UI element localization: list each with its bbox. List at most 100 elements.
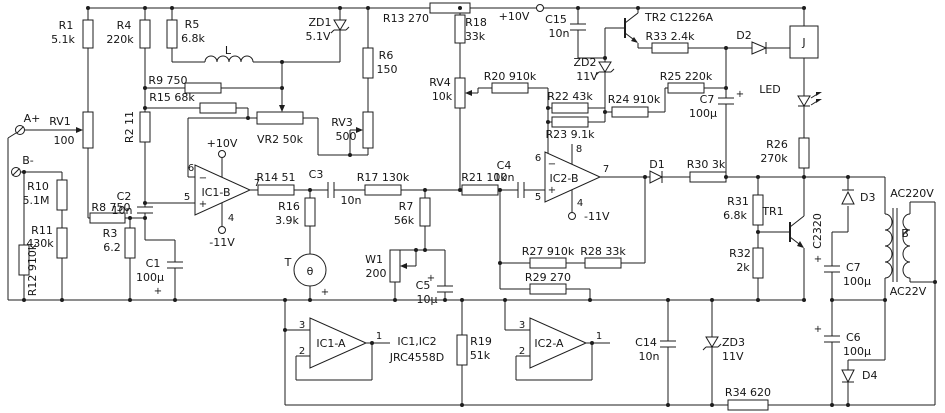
opamp-ic1a bbox=[309, 317, 368, 369]
label-a-plus: A+ bbox=[24, 112, 41, 125]
w1-wiper-arrow bbox=[400, 263, 407, 269]
terminal-a-plus bbox=[15, 125, 25, 135]
label-pin4-ic2b: 4 bbox=[577, 198, 583, 209]
resistor-r24 bbox=[611, 106, 649, 118]
label-tr1: TR1 bbox=[761, 205, 783, 218]
label-pin8-ic2b: 8 bbox=[576, 144, 582, 155]
opamp-ic2b-minus-input: − bbox=[548, 159, 556, 170]
vr2-wiper-arrow bbox=[279, 105, 285, 112]
relay-j bbox=[789, 25, 819, 59]
capacitor-c3 bbox=[327, 182, 335, 198]
label-c6-value: 100µ bbox=[843, 345, 871, 358]
label-c4: C4 bbox=[497, 159, 512, 172]
label-led: LED bbox=[759, 83, 781, 96]
resistor-r1 bbox=[82, 19, 94, 49]
resistor-r8 bbox=[89, 212, 126, 224]
label-r8: R8 750 bbox=[91, 201, 130, 214]
potentiometer-rv3 bbox=[362, 111, 374, 149]
label-ic-part: IC1,IC2 bbox=[397, 335, 436, 348]
supply-terminal-minus11v-ic1b bbox=[218, 226, 226, 234]
label-pin2-ic1a: 2 bbox=[299, 346, 305, 357]
label-w1: W1 bbox=[365, 253, 383, 266]
resistor-r9 bbox=[184, 82, 222, 94]
transformer-b bbox=[884, 208, 911, 282]
label-r32: R32 bbox=[729, 247, 751, 260]
label-r12: R12 910k bbox=[26, 243, 39, 296]
rv4-wiper-arrow bbox=[465, 90, 472, 96]
label-c7-left: C7 bbox=[700, 93, 715, 106]
potentiometer-w1 bbox=[389, 249, 401, 283]
label-ic2a: IC2-A bbox=[534, 337, 564, 350]
resistor-r20 bbox=[491, 82, 529, 94]
resistor-r26 bbox=[798, 137, 810, 169]
potentiometer-rv4 bbox=[454, 77, 466, 109]
rv3-wiper-arrow bbox=[356, 127, 363, 133]
rv1-wiper-arrow bbox=[76, 127, 83, 133]
label-r11: R11 bbox=[31, 224, 53, 237]
label-r16-value: 3.9k bbox=[275, 214, 299, 227]
thermistor-theta-symbol: θ bbox=[307, 265, 314, 278]
label-plus10v-ic1b: +10V bbox=[207, 137, 238, 150]
label-c2-value: 10n bbox=[112, 204, 133, 217]
capacitor-c6 bbox=[824, 335, 840, 343]
label-r31: R31 bbox=[727, 195, 749, 208]
label-r32-value: 2k bbox=[736, 261, 750, 274]
label-r3-value: 6.2 bbox=[103, 241, 121, 254]
label-r23: R23 9.1k bbox=[545, 128, 595, 141]
resistor-r33 bbox=[651, 42, 689, 54]
label-ic1b: IC1-B bbox=[201, 186, 230, 199]
label-r14: R14 51 bbox=[256, 171, 295, 184]
zener-zd3 bbox=[702, 336, 722, 351]
supply-terminal-plus10v-rail bbox=[536, 4, 544, 12]
label-r6-value: 150 bbox=[377, 63, 398, 76]
label-r19: R19 bbox=[470, 335, 492, 348]
label-r4: R4 bbox=[117, 19, 132, 32]
resistor-r5 bbox=[166, 19, 178, 49]
capacitor-c7-right bbox=[824, 265, 840, 273]
capacitor-c4 bbox=[517, 182, 525, 198]
label-rv3-value: 500 bbox=[336, 130, 357, 143]
label-r6: R6 bbox=[379, 49, 394, 62]
label-d4: D4 bbox=[862, 369, 877, 382]
label-pin3-ic2a: 3 bbox=[519, 320, 525, 331]
label-zd2-value: 11V bbox=[576, 70, 598, 83]
label-minus11v-ic1b: -11V bbox=[209, 236, 235, 249]
label-c5: C5 bbox=[416, 279, 431, 292]
label-r16: R16 bbox=[278, 200, 300, 213]
resistor-r22 bbox=[551, 102, 589, 114]
resistor-r17 bbox=[364, 184, 402, 196]
label-ac22v: AC22V bbox=[890, 285, 927, 298]
label-r18-value: 33k bbox=[465, 30, 486, 43]
resistor-r14 bbox=[257, 184, 295, 196]
resistor-r15 bbox=[199, 102, 237, 114]
resistor-r6 bbox=[362, 47, 374, 79]
label-r15: R15 68k bbox=[149, 91, 195, 104]
label-ic1a: IC1-A bbox=[316, 337, 346, 350]
resistor-r21 bbox=[461, 184, 499, 196]
label-r7-value: 56k bbox=[394, 214, 415, 227]
label-c3-value: 10n bbox=[341, 194, 362, 207]
label-r30: R30 3k bbox=[687, 158, 726, 171]
label-t: T bbox=[284, 256, 292, 269]
label-r18: R18 bbox=[465, 16, 487, 29]
label-rv4: RV4 bbox=[429, 76, 451, 89]
resistor-r28 bbox=[584, 257, 622, 269]
label-r27: R27 910k bbox=[522, 245, 575, 258]
supply-terminal-plus10v-ic1b bbox=[218, 150, 226, 158]
capacitor-c2 bbox=[137, 206, 153, 214]
resistor-r19 bbox=[456, 334, 468, 366]
label-c4-value: 10n bbox=[494, 171, 515, 184]
label-c7-right: C7 bbox=[846, 261, 861, 274]
label-plus10v-rail: +10V bbox=[499, 10, 530, 23]
label-c7-left-value: 100µ bbox=[689, 107, 717, 120]
diode-d4 bbox=[841, 369, 855, 384]
label-r1: R1 bbox=[59, 19, 74, 32]
label-r21: R21 10k bbox=[461, 171, 507, 184]
tr1-emitter-arrow bbox=[797, 241, 804, 248]
label-d2: D2 bbox=[736, 29, 751, 42]
label-pin7-ic1b: 7 bbox=[254, 178, 260, 189]
label-l: L bbox=[225, 44, 232, 57]
label-rv1: RV1 bbox=[49, 115, 71, 128]
label-r5: R5 bbox=[185, 18, 200, 31]
